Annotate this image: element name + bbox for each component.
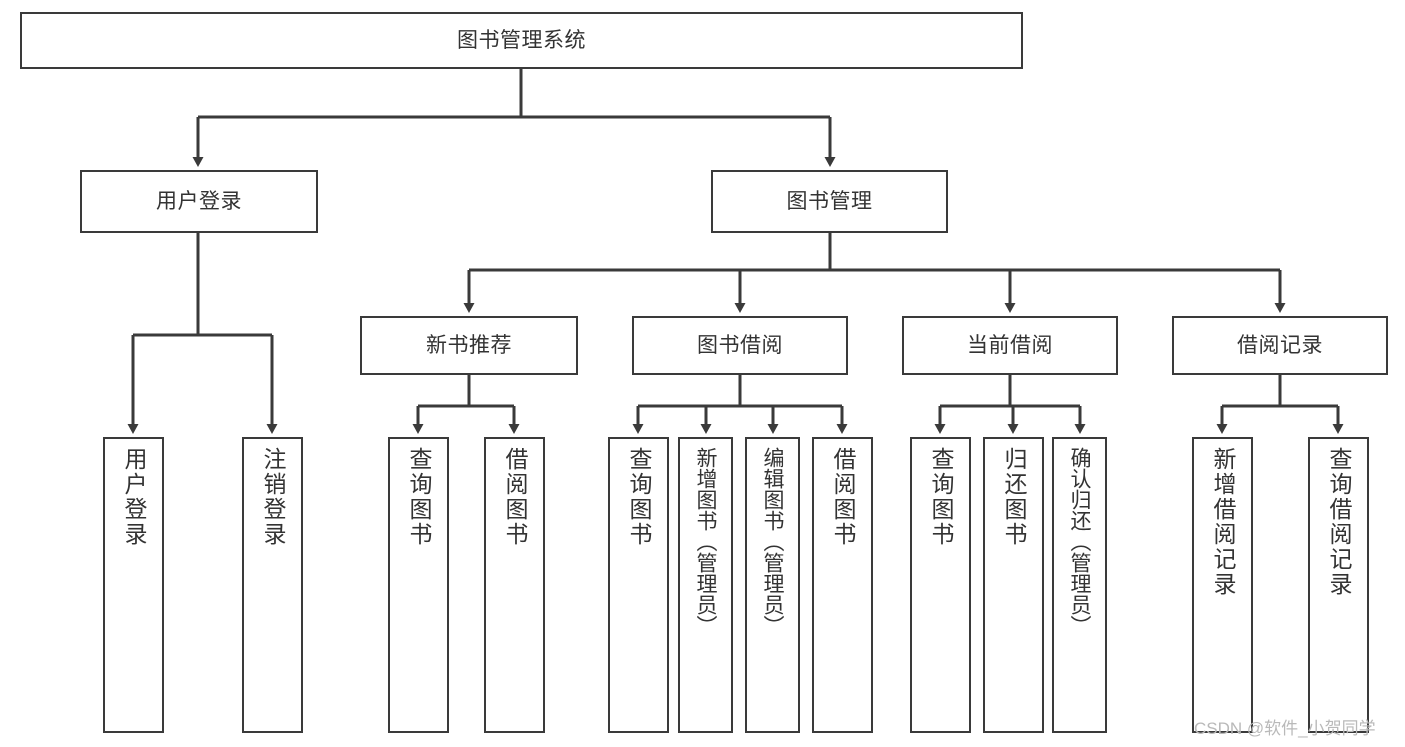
node-book-manage[interactable]: 图书管理 <box>711 170 948 233</box>
node-leaf-user-login-label: 用户登录 <box>121 447 147 547</box>
node-new-book-rec-label: 新书推荐 <box>426 333 512 357</box>
node-root[interactable]: 图书管理系统 <box>20 12 1023 69</box>
node-leaf-query-book-2[interactable]: 查询图书 <box>608 437 669 733</box>
node-user-login[interactable]: 用户登录 <box>80 170 318 233</box>
node-current-borrow[interactable]: 当前借阅 <box>902 316 1118 375</box>
node-leaf-query-record[interactable]: 查询借阅记录 <box>1308 437 1369 733</box>
node-borrow-record[interactable]: 借阅记录 <box>1172 316 1388 375</box>
node-leaf-add-book[interactable]: 新增图书（管理员） <box>678 437 733 733</box>
node-leaf-confirm-return[interactable]: 确认归还（管理员） <box>1052 437 1107 733</box>
node-new-book-rec[interactable]: 新书推荐 <box>360 316 578 375</box>
node-current-borrow-label: 当前借阅 <box>967 333 1053 357</box>
node-leaf-query-book-1[interactable]: 查询图书 <box>388 437 449 733</box>
node-leaf-edit-book[interactable]: 编辑图书（管理员） <box>745 437 800 733</box>
node-leaf-return-book[interactable]: 归还图书 <box>983 437 1044 733</box>
node-leaf-query-book-3-label: 查询图书 <box>928 447 954 547</box>
node-borrow-record-label: 借阅记录 <box>1237 333 1323 357</box>
node-leaf-add-record[interactable]: 新增借阅记录 <box>1192 437 1253 733</box>
watermark: CSDN @软件_小贺同学 <box>1194 719 1376 738</box>
node-leaf-user-login[interactable]: 用户登录 <box>103 437 164 733</box>
node-leaf-borrow-book-1-label: 借阅图书 <box>502 447 528 547</box>
node-leaf-query-book-2-label: 查询图书 <box>626 447 652 547</box>
node-leaf-confirm-return-label: 确认归还（管理员） <box>1068 447 1091 636</box>
node-leaf-borrow-book-2[interactable]: 借阅图书 <box>812 437 873 733</box>
node-book-borrow[interactable]: 图书借阅 <box>632 316 848 375</box>
node-leaf-borrow-book-2-label: 借阅图书 <box>830 447 856 547</box>
node-leaf-borrow-book-1[interactable]: 借阅图书 <box>484 437 545 733</box>
node-leaf-query-record-label: 查询借阅记录 <box>1326 447 1352 597</box>
node-leaf-logout[interactable]: 注销登录 <box>242 437 303 733</box>
node-root-label: 图书管理系统 <box>457 28 586 52</box>
node-user-login-label: 用户登录 <box>156 189 242 213</box>
node-leaf-return-book-label: 归还图书 <box>1001 447 1027 547</box>
node-leaf-query-book-1-label: 查询图书 <box>406 447 432 547</box>
node-book-borrow-label: 图书借阅 <box>697 333 783 357</box>
node-book-manage-label: 图书管理 <box>786 189 873 213</box>
node-leaf-logout-label: 注销登录 <box>260 447 286 547</box>
node-leaf-add-book-label: 新增图书（管理员） <box>694 447 717 636</box>
node-leaf-query-book-3[interactable]: 查询图书 <box>910 437 971 733</box>
node-leaf-add-record-label: 新增借阅记录 <box>1210 447 1236 597</box>
node-leaf-edit-book-label: 编辑图书（管理员） <box>761 447 784 636</box>
